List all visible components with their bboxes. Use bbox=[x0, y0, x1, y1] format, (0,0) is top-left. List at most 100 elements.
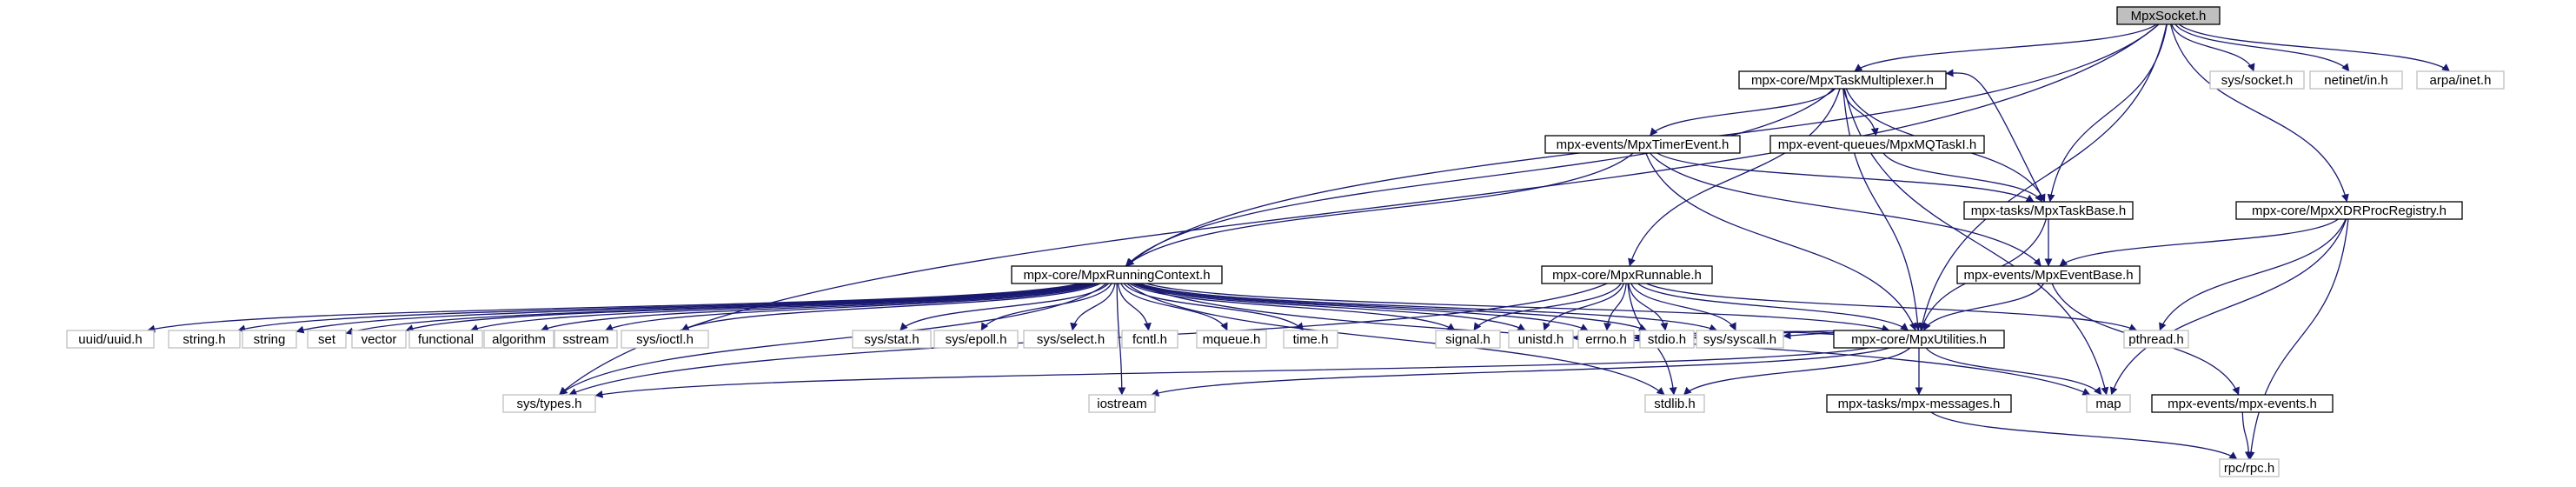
edge-mpx_events_h-to-rpc_h bbox=[2241, 411, 2253, 460]
node-mpxmqtaski-h[interactable]: mpx-event-queues/MpxMQTaskI.h bbox=[1769, 135, 1985, 154]
node-label: mpx-core/MpxTaskMultiplexer.h bbox=[1751, 73, 1934, 88]
node-box bbox=[307, 330, 347, 349]
node-box bbox=[933, 330, 1019, 349]
node-box bbox=[1023, 330, 1119, 349]
node-sys-epoll-h: sys/epoll.h bbox=[933, 330, 1019, 349]
node-stdio-h: stdio.h bbox=[1639, 330, 1695, 349]
node-mpx-messages-h[interactable]: mpx-tasks/mpx-messages.h bbox=[1826, 394, 2012, 413]
edge-MpxRunningContext_h-to-mqueue_h bbox=[1120, 283, 1228, 331]
node-box bbox=[1283, 330, 1338, 349]
edge-MpxSocket_h-to-MpxUtilities_h bbox=[1918, 23, 2168, 331]
edge-MpxTaskBase_h-to-MpxTaskMultiplexer_h bbox=[1945, 69, 2045, 203]
node-mpxtaskbase-h[interactable]: mpx-tasks/MpxTaskBase.h bbox=[1963, 201, 2134, 220]
edge-MpxTimerEvent_h-to-MpxRunningContext_h bbox=[1125, 152, 1634, 267]
node-mpxtimerevent-h[interactable]: mpx-events/MpxTimerEvent.h bbox=[1544, 135, 1741, 154]
node-label: sys/stat.h bbox=[864, 332, 919, 347]
node-mpxtaskmultiplexer-h[interactable]: mpx-core/MpxTaskMultiplexer.h bbox=[1738, 70, 1947, 90]
edge-MpxTaskMultiplexer_h-to-MpxTimerEvent_h bbox=[1649, 88, 1836, 137]
node-box bbox=[1435, 330, 1501, 349]
node-box bbox=[1544, 135, 1741, 154]
node-label: sys/select.h bbox=[1037, 332, 1105, 347]
edge-MpxUtilities_h-to-map bbox=[1925, 347, 2102, 396]
node-mpxeventbase-h[interactable]: mpx-events/MpxEventBase.h bbox=[1956, 265, 2141, 284]
node-errno-h: errno.h bbox=[1577, 330, 1635, 349]
node-box bbox=[1577, 330, 1635, 349]
edge-MpxRunningContext_h-to-time_h bbox=[1123, 283, 1305, 331]
node-rpc-h: rpc/rpc.h bbox=[2219, 458, 2280, 477]
edge-MpxRunningContext_h-to-unistd_h bbox=[1132, 283, 1526, 331]
node-label: string bbox=[254, 332, 286, 347]
edge-MpxRunnable_h-to-pthread_h bbox=[1646, 283, 2137, 331]
node-label: map bbox=[2095, 397, 2121, 411]
node-box bbox=[2123, 330, 2189, 349]
node-string: string bbox=[242, 330, 297, 349]
node-box bbox=[1956, 265, 2141, 284]
node-label: mpx-events/MpxTimerEvent.h bbox=[1557, 137, 1730, 152]
edge-MpxSocket_h-to-MpxTaskBase_h bbox=[2047, 23, 2168, 203]
node-label: sys/ioctl.h bbox=[636, 332, 694, 347]
node-arpa-inet-h: arpa/inet.h bbox=[2416, 70, 2505, 90]
node-label: sstream bbox=[562, 332, 608, 347]
node-mpxrunningcontext-h[interactable]: mpx-core/MpxRunningContext.h bbox=[1011, 265, 1223, 284]
node-label: mpx-tasks/MpxTaskBase.h bbox=[1971, 203, 2126, 218]
node-label: sys/syscall.h bbox=[1703, 332, 1776, 347]
edge-MpxTimerEvent_h-to-MpxEventBase_h bbox=[1649, 152, 2042, 267]
edge-MpxRunnable_h-to-signal_h bbox=[1473, 283, 1622, 331]
node-fcntl-h: fcntl.h bbox=[1121, 330, 1178, 349]
node-box bbox=[1121, 330, 1178, 349]
node-sys-types-h: sys/types.h bbox=[502, 394, 596, 413]
node-box bbox=[351, 330, 407, 349]
edge-MpxRunningContext_h-to-string_h bbox=[237, 283, 1084, 333]
node-box bbox=[1088, 394, 1156, 413]
node-mpx-events-h[interactable]: mpx-events/mpx-events.h bbox=[2151, 394, 2334, 413]
node-mpxxdrprocregistry-h[interactable]: mpx-core/MpxXDRProcRegistry.h bbox=[2235, 201, 2463, 220]
node-label: signal.h bbox=[1445, 332, 1490, 347]
edge-MpxRunnable_h-to-MpxUtilities_h bbox=[1637, 283, 1909, 331]
node-box bbox=[2235, 201, 2463, 220]
edge-MpxTaskMultiplexer_h-to-MpxRunnable_h bbox=[1628, 88, 1841, 267]
node-box bbox=[621, 330, 709, 349]
edge-MpxRunningContext_h-to-functional bbox=[470, 283, 1092, 332]
node-mpxsocket-h[interactable]: MpxSocket.h bbox=[2116, 6, 2221, 25]
node-box bbox=[1644, 394, 1705, 413]
edge-MpxSocket_h-to-sys_types_h bbox=[558, 23, 2160, 396]
edge-MpxSocket_h-to-arpa_inet_h bbox=[2178, 23, 2451, 72]
node-sys-select-h: sys/select.h bbox=[1023, 330, 1119, 349]
node-box bbox=[502, 394, 596, 413]
edge-MpxXDRProcRegistry_h-to-pthread_h bbox=[2159, 218, 2347, 331]
edge-MpxRunningContext_h-to-sys_ioctl_h bbox=[681, 283, 1101, 331]
node-label: mpx-tasks/mpx-messages.h bbox=[1838, 397, 2001, 411]
edge-MpxRunningContext_h-to-iostream bbox=[1116, 283, 1126, 396]
edge-MpxRunningContext_h-to-signal_h bbox=[1129, 283, 1456, 331]
edge-MpxRunnable_h-to-stdio_h bbox=[1628, 283, 1669, 331]
node-label: algorithm bbox=[492, 332, 546, 347]
node-time-h: time.h bbox=[1283, 330, 1338, 349]
node-box bbox=[1011, 265, 1223, 284]
node-box bbox=[1769, 135, 1985, 154]
edge-MpxTimerEvent_h-to-MpxUtilities_h bbox=[1645, 152, 1917, 331]
edge-MpxRunningContext_h-to-sys_syscall_h bbox=[1139, 283, 1717, 332]
node-map: map bbox=[2086, 394, 2131, 413]
edge-MpxRunnable_h-to-errno_h bbox=[1603, 283, 1627, 331]
edge-MpxTaskMultiplexer_h-to-MpxUtilities_h bbox=[1842, 88, 1922, 331]
node-label: iostream bbox=[1097, 397, 1147, 411]
edge-MpxRunningContext_h-to-string bbox=[295, 283, 1086, 334]
node-box bbox=[2086, 394, 2131, 413]
node-box bbox=[2309, 70, 2403, 90]
node-mpxutilities-h[interactable]: mpx-core/MpxUtilities.h bbox=[1833, 330, 2005, 349]
node-label: unistd.h bbox=[1518, 332, 1564, 347]
node-mpxrunnable-h[interactable]: mpx-core/MpxRunnable.h bbox=[1541, 265, 1713, 284]
node-box bbox=[2219, 458, 2280, 477]
edge-MpxMQTaskI_h-to-MpxTaskBase_h bbox=[1882, 152, 2043, 203]
node-vector: vector bbox=[351, 330, 407, 349]
node-label: MpxSocket.h bbox=[2131, 9, 2207, 23]
node-set: set bbox=[307, 330, 347, 349]
node-pthread-h: pthread.h bbox=[2123, 330, 2189, 349]
node-label: pthread.h bbox=[2128, 332, 2183, 347]
node-label: fcntl.h bbox=[1132, 332, 1167, 347]
node-label: arpa/inet.h bbox=[2430, 73, 2492, 88]
node-iostream: iostream bbox=[1088, 394, 1156, 413]
edge-MpxRunningContext_h-to-sys_select_h bbox=[1070, 283, 1116, 331]
node-box bbox=[242, 330, 297, 349]
